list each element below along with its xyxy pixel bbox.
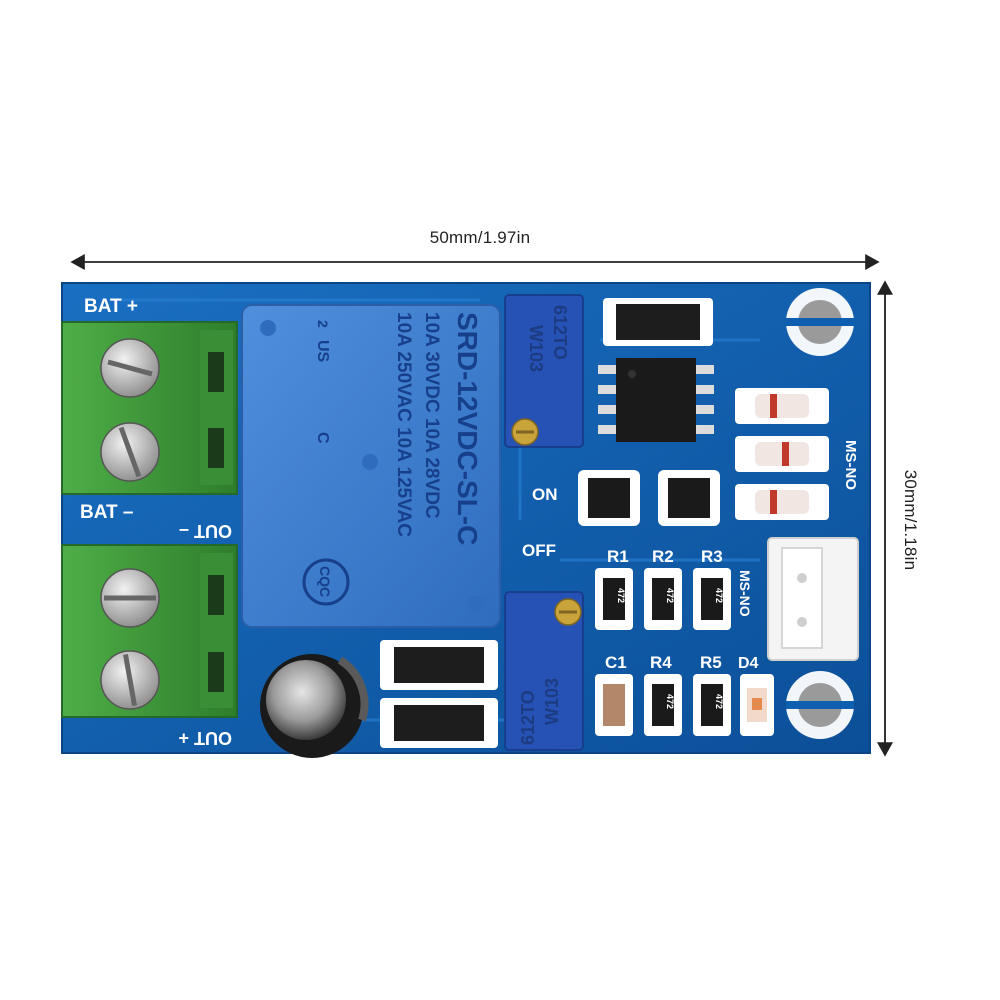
out-minus-label: OUT – xyxy=(179,521,232,541)
ms-no-top-label: MS-NO xyxy=(842,440,859,490)
resistor-r5: 472 xyxy=(693,674,731,736)
relay-cert-c: C xyxy=(314,432,331,444)
pot-top-line2: W103 xyxy=(526,325,546,372)
mounting-hole-bottom xyxy=(786,671,854,739)
relay-cert-2: 2 xyxy=(315,320,331,328)
ms-no-side-label: MS-NO xyxy=(737,570,753,617)
r2-label: R2 xyxy=(652,547,674,566)
relay-cert-cqc: CQC xyxy=(317,566,333,597)
resistor-code: 472 xyxy=(714,694,724,709)
relay-rating-line-2: 10A 30VDC 10A 28VDC xyxy=(421,312,442,519)
relay-model-label: SRD-12VDC-SL-C xyxy=(452,312,483,545)
resistor-r3: 472 xyxy=(693,568,731,630)
transistor-q2 xyxy=(658,470,720,526)
pot-bottom-line1: 612TO xyxy=(518,690,538,745)
electrolytic-capacitor xyxy=(260,654,369,758)
resistor-code: 472 xyxy=(665,588,675,603)
bat-minus-label: BAT – xyxy=(80,502,133,523)
pot-top-line1: 612TO xyxy=(550,305,570,360)
smd-diode-left-top xyxy=(380,640,498,690)
led-d4 xyxy=(740,674,774,736)
smd-diode-top xyxy=(603,298,713,346)
smd-diode-left-bottom xyxy=(380,698,498,748)
pot-bottom-line2: W103 xyxy=(542,678,562,725)
capacitor-c1 xyxy=(595,674,633,736)
mounting-hole-top xyxy=(786,288,854,356)
off-label: OFF xyxy=(522,541,556,560)
resistor-code: 472 xyxy=(665,694,675,709)
r1-label: R1 xyxy=(607,547,629,566)
transistor-q1 xyxy=(578,470,640,526)
r4-label: R4 xyxy=(650,653,672,672)
width-dimension-label: 50mm/1.97in xyxy=(429,228,531,247)
terminal-block-output xyxy=(61,544,238,718)
resistor-code: 472 xyxy=(714,588,724,603)
diode-d2 xyxy=(735,436,829,472)
diode-d3 xyxy=(735,484,829,520)
r5-label: R5 xyxy=(700,653,722,672)
out-plus-label: OUT + xyxy=(178,728,232,748)
d4-label: D4 xyxy=(738,655,759,672)
resistor-r2: 472 xyxy=(644,568,682,630)
resistor-code: 472 xyxy=(616,588,626,603)
potentiometer-bottom: 612TO W103 xyxy=(504,591,584,751)
on-label: ON xyxy=(532,485,558,504)
diode-d1 xyxy=(735,388,829,424)
r3-label: R3 xyxy=(701,547,723,566)
terminal-block-battery xyxy=(61,321,238,495)
jst-connector xyxy=(767,537,859,661)
resistor-r1: 472 xyxy=(595,568,633,630)
c1-label: C1 xyxy=(605,653,627,672)
potentiometer-top: 612TO W103 xyxy=(504,294,584,448)
relay: SRD-12VDC-SL-C 10A 30VDC 10A 28VDC 10A 2… xyxy=(241,304,501,628)
ic-chip xyxy=(598,358,714,442)
relay-cert-us: US xyxy=(314,340,331,363)
relay-rating-line-1: 10A 250VAC 10A 125VAC xyxy=(393,312,414,537)
bat-plus-label: BAT + xyxy=(84,296,138,317)
resistor-r4: 472 xyxy=(644,674,682,736)
